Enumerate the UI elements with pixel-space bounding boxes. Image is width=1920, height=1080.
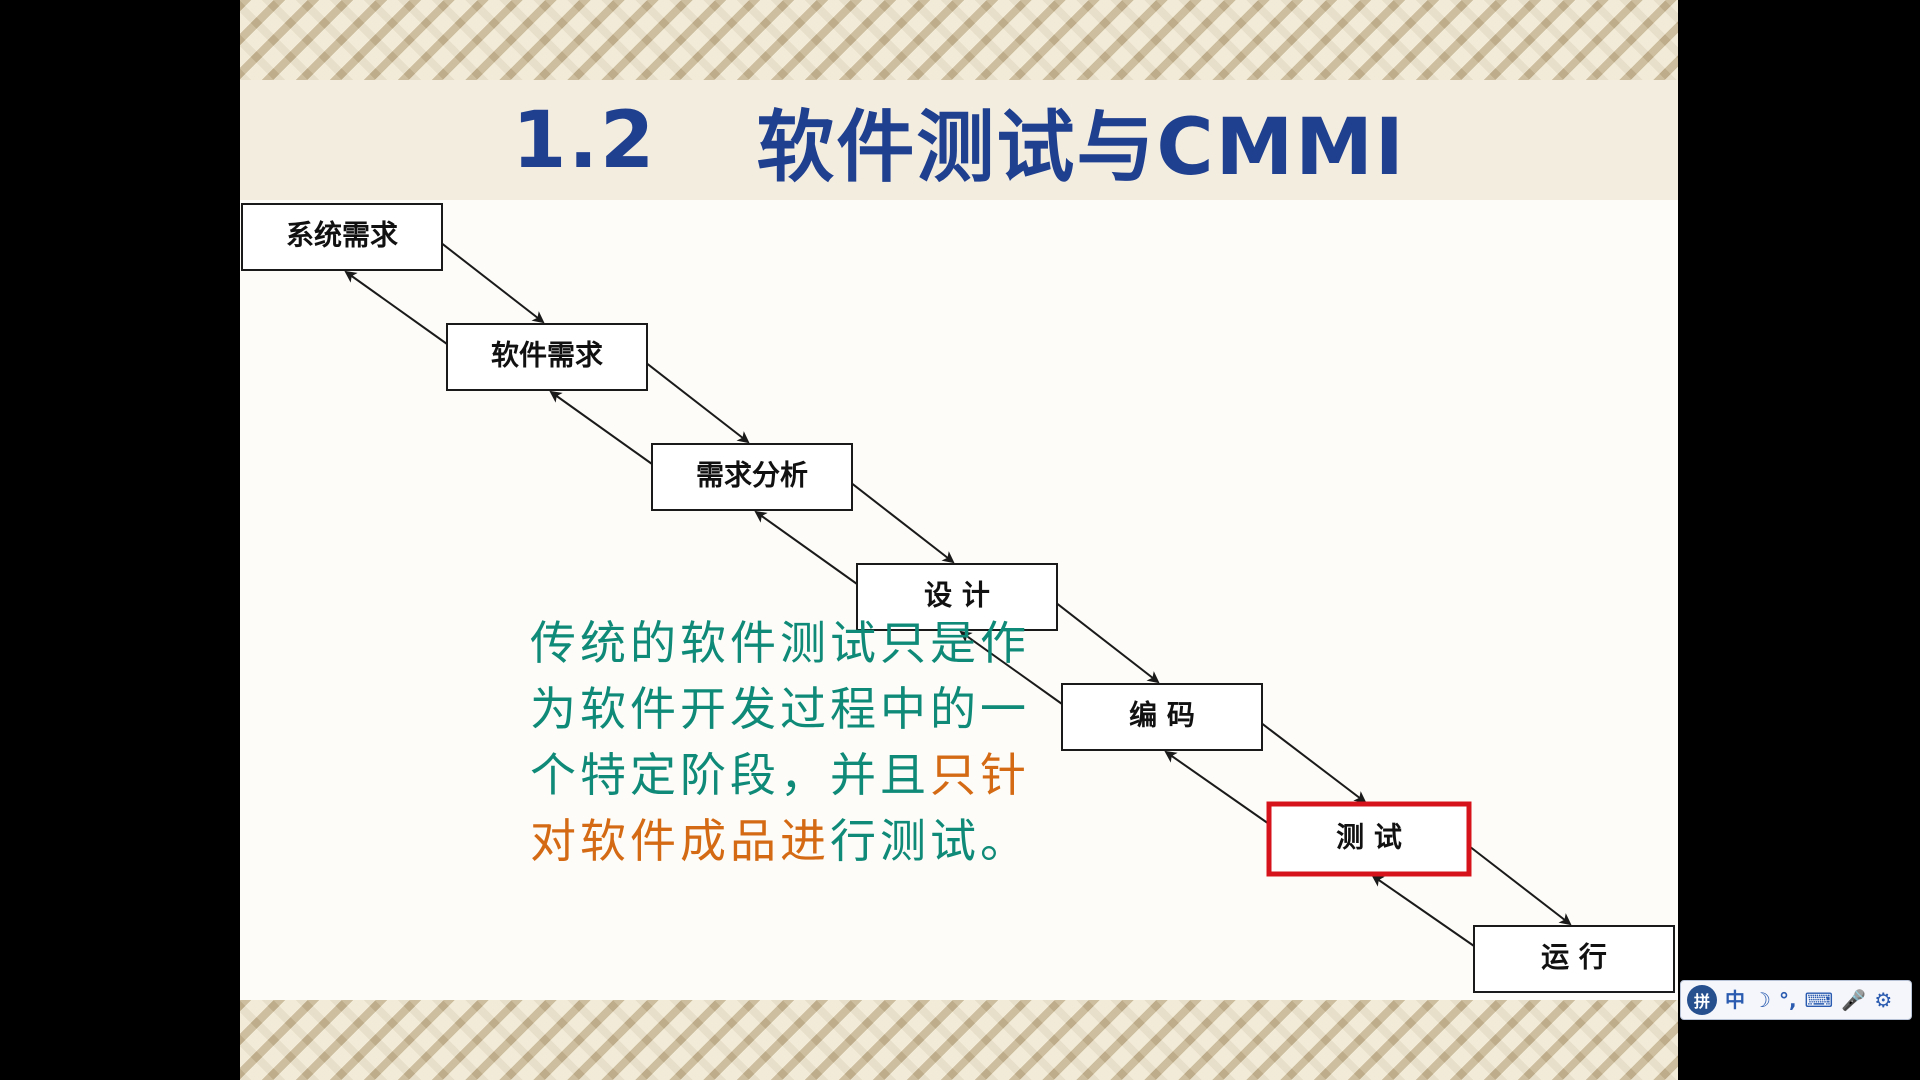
diagram-arrows (344, 242, 1572, 947)
caption-text: 传统的软件测试只是作为软件开发过程中的一个特定阶段，并且只针对软件成品进行测试。 (530, 610, 1070, 874)
stage-box (856, 563, 1058, 631)
waterfall-diagram: 系统需求 软件需求 需求分析 设 计 编 码 测 试 (241, 203, 1675, 993)
stage-label: 测 试 (1336, 821, 1402, 854)
stage-box (1473, 925, 1675, 993)
ime-punctuation-icon[interactable]: °, (1778, 988, 1797, 1012)
title-band (240, 80, 1678, 200)
caption-part-normal: 行测试。 (830, 814, 1030, 868)
stage-node: 系统需求 (241, 203, 443, 271)
ime-halfwidth-icon[interactable]: ☽ (1753, 988, 1771, 1012)
forward-arrow (1056, 602, 1160, 684)
caption-part-highlight: 只针对软件成品进 (530, 748, 1030, 868)
feedback-arrow (959, 630, 1063, 705)
microphone-icon[interactable]: 🎤 (1841, 988, 1867, 1012)
forward-arrow (1261, 722, 1367, 804)
slide-title-text: 软件测试与CMMI (756, 103, 1406, 193)
ime-chinese-mode[interactable]: 中 (1725, 988, 1745, 1012)
presentation-slide: 1.2 软件测试与CMMI 系统需求 软件需求 需求分析 (240, 0, 1678, 1080)
stage-label: 需求分析 (696, 459, 808, 492)
stage-label: 编 码 (1129, 699, 1195, 732)
ime-toolbar[interactable]: 拼 中 ☽ °, ⌨ 🎤 ⚙ (1680, 980, 1912, 1020)
feedback-arrow (754, 510, 858, 585)
gear-icon[interactable]: ⚙ (1874, 988, 1893, 1012)
forward-arrow (1468, 845, 1572, 926)
stage-node: 软件需求 (446, 323, 648, 391)
decorative-border-top (240, 0, 1678, 80)
slide-title: 1.2 软件测试与CMMI (240, 86, 1678, 196)
stage-box (446, 323, 648, 391)
stage-node: 运 行 (1473, 925, 1675, 993)
stage-node-highlighted: 测 试 (1266, 801, 1472, 877)
stage-box (1061, 683, 1263, 751)
keyboard-icon[interactable]: ⌨ (1804, 988, 1834, 1012)
ime-logo-icon[interactable]: 拼 (1687, 985, 1717, 1015)
stage-label: 设 计 (924, 579, 990, 612)
stage-box (651, 443, 853, 511)
caption-part-normal: 传统的软件测试只是作为软件开发过程中的一个特定阶段，并且 (530, 616, 1030, 802)
forward-arrow (646, 362, 750, 444)
stage-label: 运 行 (1541, 941, 1607, 974)
feedback-arrow (344, 270, 448, 345)
feedback-arrow (549, 390, 653, 465)
forward-arrow (851, 482, 955, 564)
slide-title-number: 1.2 (512, 96, 657, 186)
stage-node: 需求分析 (651, 443, 853, 511)
feedback-arrow (1164, 750, 1270, 825)
forward-arrow (441, 242, 545, 324)
feedback-arrow (1371, 874, 1475, 947)
stage-node: 编 码 (1061, 683, 1263, 751)
stage-label: 系统需求 (286, 219, 398, 252)
stage-box-highlighted (1266, 801, 1472, 877)
decorative-border-bottom (240, 1000, 1678, 1080)
stage-node: 设 计 (856, 563, 1058, 631)
stage-box (241, 203, 443, 271)
stage-label: 软件需求 (491, 339, 603, 372)
